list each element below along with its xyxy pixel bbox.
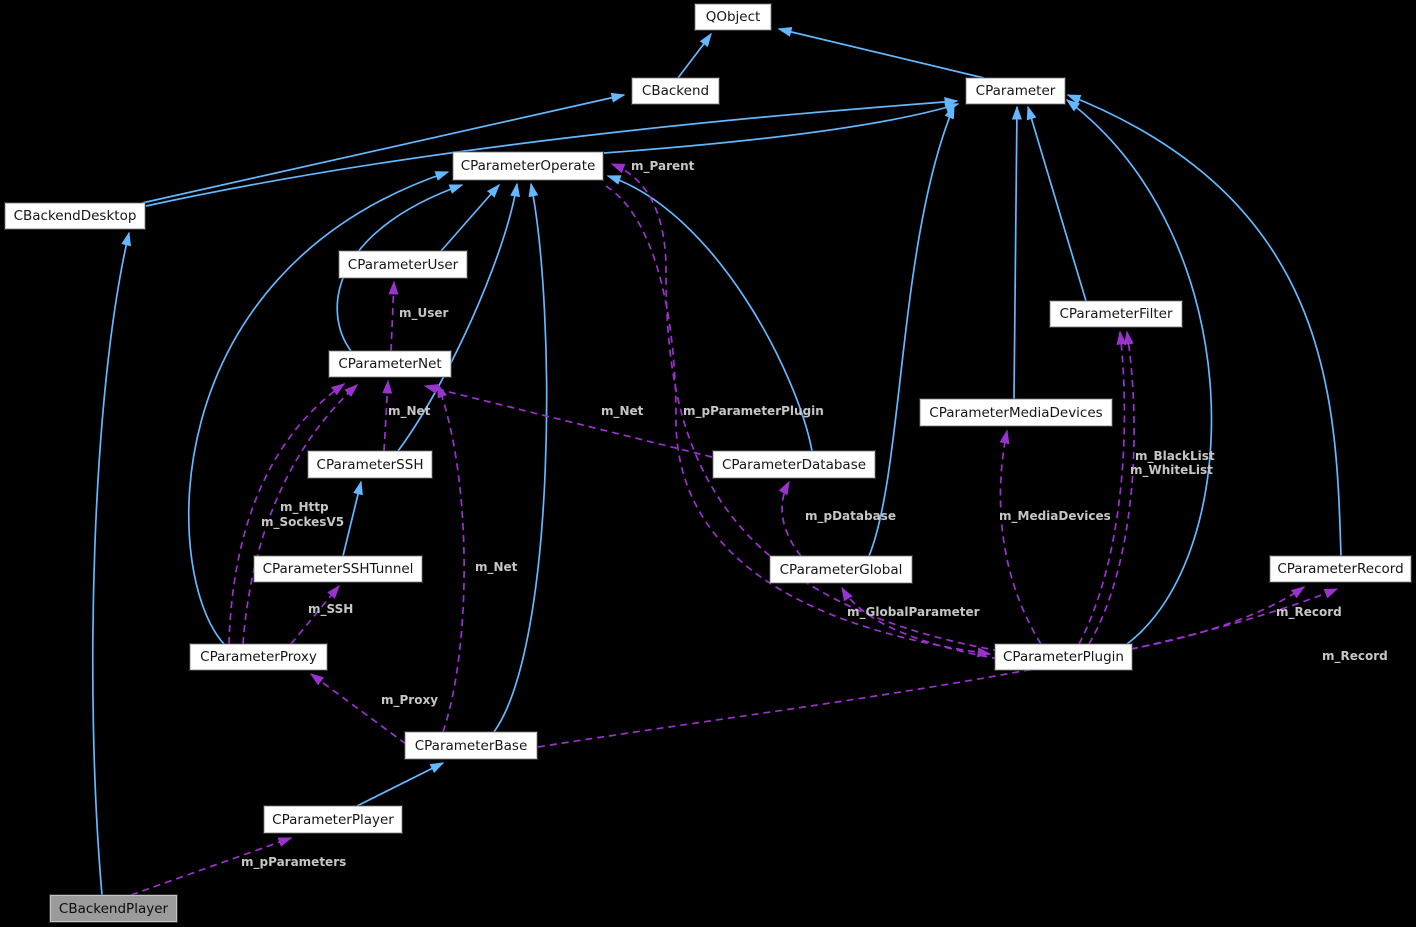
class-node-cparameteruser[interactable]: CParameterUser — [339, 251, 467, 278]
edge-cparameterglobal-to-cparameter — [868, 104, 955, 557]
edge-cparameteroperate-to-cparameter — [603, 102, 960, 154]
edge-m-pparameterplugin — [605, 185, 992, 658]
edge-m-mediadevices — [999, 429, 1042, 645]
class-node-cparameterproxy[interactable]: CParameterProxy — [190, 644, 327, 670]
class-node-cparameterssh[interactable]: CParameterSSH — [308, 451, 432, 478]
edge-m-user — [388, 280, 399, 352]
class-node-cparameterdatabase[interactable]: CParameterDatabase — [713, 451, 875, 478]
edge-cbackendplayer-to-cbackenddesktop — [91, 231, 132, 896]
class-node-cparameterglobal[interactable]: CParameterGlobal — [770, 556, 912, 583]
class-node-cparametermediadevices[interactable]: CParameterMediaDevices — [920, 399, 1112, 426]
edge-m-record-from-plugin — [1130, 586, 1306, 650]
class-node-cparameterplayer[interactable]: CParameterPlayer — [264, 806, 402, 833]
edge-cparameterplugin-to-cparameter — [1065, 99, 1213, 645]
class-node-cparameteroperate[interactable]: CParameterOperate — [453, 152, 603, 180]
edge-m-net-from-ssh — [382, 379, 393, 452]
edge-m-whitelist — [1088, 330, 1135, 645]
class-node-cparametersshtunnel[interactable]: CParameterSSHTunnel — [254, 556, 422, 582]
edge-m-net-from-database — [423, 384, 713, 458]
edge-m-proxy — [309, 673, 407, 745]
edge-m-pdatabase — [778, 480, 802, 557]
edge-cparameterplayer-to-cparameterbase — [356, 762, 445, 807]
edge-cbackenddesktop-to-cparameter — [145, 96, 959, 207]
edge-cparameterrecord-to-cparameter — [1066, 94, 1342, 557]
class-node-cparameter[interactable]: CParameter — [966, 78, 1065, 104]
class-node-cbackenddesktop[interactable]: CBackendDesktop — [5, 203, 145, 229]
edge-cparameterbase-to-cparameteroperate — [493, 182, 548, 733]
edge-cparameteruser-to-cparameteroperate — [440, 183, 500, 252]
edge-cparameterfilter-to-cparameter — [1026, 105, 1087, 302]
edge-m-pparameters — [130, 837, 293, 896]
edge-m-record-from-base — [537, 588, 1339, 748]
edge-m-sockesv5 — [242, 383, 359, 645]
class-node-qobject[interactable]: QObject — [695, 4, 771, 30]
edge-m-blacklist — [1078, 330, 1127, 645]
edge-m-globalparameter — [841, 586, 1000, 660]
edge-cparametersshtunnel-to-cparameterssh — [342, 480, 363, 557]
class-node-cparameterrecord[interactable]: CParameterRecord — [1270, 556, 1411, 582]
edge-cbackenddesktop-to-cbackend — [141, 92, 626, 204]
class-node-cparameterbase[interactable]: CParameterBase — [405, 732, 537, 759]
edge-cbackend-to-qobject — [677, 32, 712, 79]
edge-cparametermediadevices-to-cparameter — [1011, 105, 1022, 400]
class-node-cbackend[interactable]: CBackend — [632, 78, 719, 104]
edge-m-net-from-base — [437, 383, 465, 733]
edge-cparameterdatabase-to-cparameteroperate — [606, 175, 813, 452]
class-node-cparameterfilter[interactable]: CParameterFilter — [1050, 301, 1182, 327]
edge-cparameterssh-to-cparameteroperate — [397, 182, 521, 452]
edge-m-ssh — [290, 584, 340, 645]
edge-m-parent — [610, 163, 1001, 652]
edge-cparameterproxy-to-cparameteroperate — [187, 171, 450, 645]
edge-cparameter-to-qobject — [777, 27, 985, 79]
class-node-cparameterplugin[interactable]: CParameterPlugin — [995, 644, 1132, 670]
class-node-cbackendplayer[interactable]: CBackendPlayer — [50, 895, 177, 922]
edge-m-http — [228, 383, 346, 645]
class-node-cparameternet[interactable]: CParameterNet — [329, 351, 451, 377]
